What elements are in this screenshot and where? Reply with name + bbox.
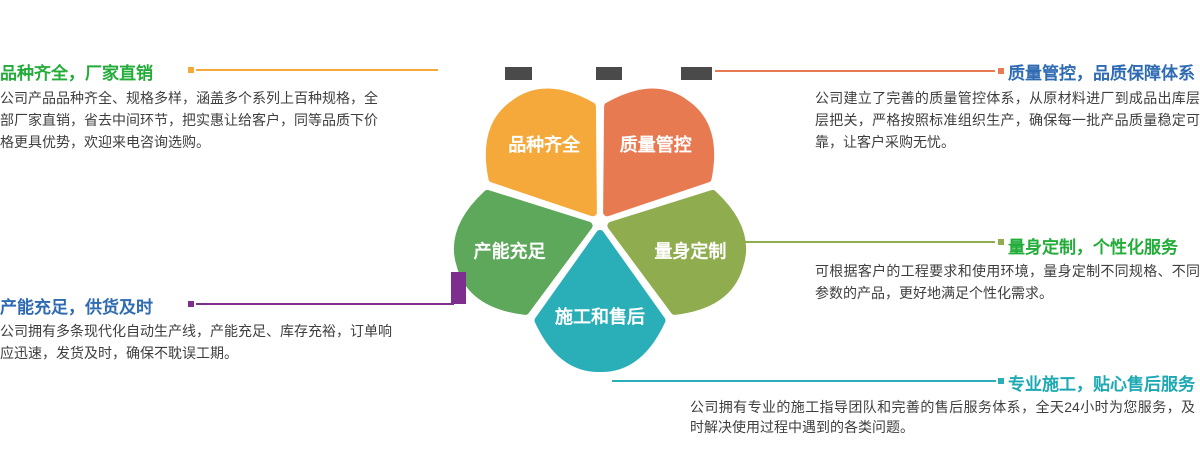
petal-top-marker-right [681, 67, 712, 80]
petal-service [534, 230, 666, 373]
callout-line-quality [715, 70, 995, 72]
callout-line-service [612, 380, 996, 382]
callout-dot-custom [998, 239, 1004, 245]
callout-dot-variety [188, 67, 194, 73]
callout-heading-custom: 量身定制，个性化服务 [1008, 238, 1178, 257]
callout-heading-capacity: 产能充足，供货及时 [0, 298, 153, 317]
petal-quality [603, 88, 715, 217]
callout-dot-service [998, 378, 1004, 384]
callout-line-variety [196, 69, 438, 71]
petal-label-custom: 量身定制 [654, 240, 726, 261]
petal-top-marker-left [505, 67, 532, 80]
petal-label-service: 施工和售后 [555, 306, 645, 327]
callout-dot-capacity [188, 301, 194, 307]
petal-label-capacity: 产能充足 [474, 240, 546, 261]
petal-label-quality: 质量管控 [620, 134, 692, 155]
petal-top-marker-center [596, 67, 622, 80]
petal-custom [607, 189, 746, 315]
callout-line-capacity [196, 303, 454, 305]
callout-body-quality: 公司建立了完善的质量管控体系，从原材料进厂到成品出库层层把关，严格按照标准组织生… [815, 90, 1200, 150]
capacity-petal-tab [451, 272, 466, 304]
callout-body-custom: 可根据客户的工程要求和使用环境，量身定制不同规格、不同参数的产品，更好地满足个性… [815, 263, 1200, 301]
callout-body-service: 公司拥有专业的施工指导团队和完善的售后服务体系，全天24小时为您服务，及时解决使… [690, 399, 1195, 435]
callout-heading-variety: 品种齐全，厂家直销 [0, 64, 153, 83]
petal-variety [485, 88, 597, 217]
petal-capacity [454, 189, 593, 315]
callout-body-variety: 公司产品品种齐全、规格多样，涵盖多个系列上百种规格，全部厂家直销，省去中间环节，… [0, 90, 378, 150]
callout-dot-quality [998, 68, 1004, 74]
callout-body-capacity: 公司拥有多条现代化自动生产线，产能充足、库存充裕，订单响应迅速，发货及时，确保不… [0, 323, 392, 361]
callout-heading-quality: 质量管控，品质保障体系 [1008, 64, 1195, 83]
petal-label-variety: 品种齐全 [508, 134, 581, 155]
callout-line-custom [745, 241, 995, 243]
callout-heading-service: 专业施工，贴心售后服务 [1008, 375, 1195, 394]
